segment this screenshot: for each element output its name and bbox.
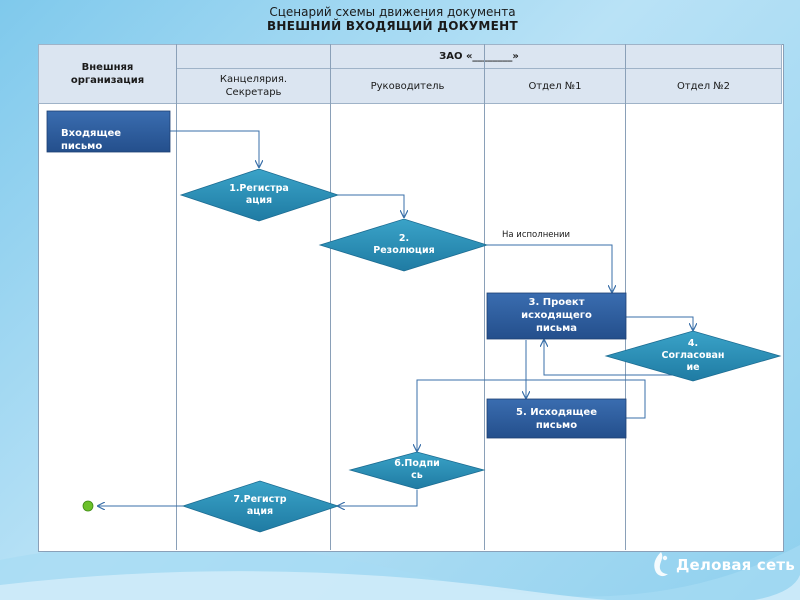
- end-point-dot: [82, 500, 94, 512]
- process-incoming-letter: [46, 110, 171, 153]
- incoming-letter-label: Входящее письмо: [61, 128, 122, 152]
- brand-logo: Деловая сеть: [650, 550, 795, 580]
- diagram-subtitle: ВНЕШНИЙ ВХОДЯЩИЙ ДОКУМЕНТ: [266, 19, 519, 33]
- registration-7-label: 7.Регистр ация: [233, 494, 287, 517]
- brand-name: Деловая сеть: [676, 556, 795, 574]
- diagram-title: Сценарий схемы движения документа: [269, 5, 516, 19]
- approval-label: 4. Согласован ие: [661, 338, 725, 373]
- header-lane-manager: Руководитель: [330, 68, 485, 104]
- edge-label-execution: На исполнении: [502, 230, 571, 240]
- decision-resolution: [318, 218, 489, 272]
- decision-registration-7: [181, 480, 340, 533]
- connector-incoming-to-registration: [170, 130, 259, 167]
- process-outgoing-letter: [486, 398, 627, 439]
- connector-resolution-to-draft: [487, 244, 612, 292]
- decision-approval: [604, 330, 782, 382]
- connector-signing-to-registration: [338, 490, 418, 506]
- decision-signing: [348, 451, 486, 490]
- decision-registration-1: [179, 168, 340, 222]
- connector-outgoing-to-signing: [417, 379, 646, 451]
- header-lane-department-1: Отдел №1: [484, 68, 626, 104]
- connector-draft-to-approval: [626, 316, 693, 330]
- process-draft-letter: [486, 292, 627, 340]
- draft-letter-label: 3. Проект исходящего письма: [521, 297, 592, 334]
- header-external-organization: Внешняя организация: [38, 44, 177, 104]
- header-company: ЗАО «________»: [176, 44, 782, 69]
- brand-mark-icon: [654, 552, 668, 577]
- lane-divider: [176, 44, 177, 550]
- connector-registration-to-resolution: [338, 194, 404, 217]
- signing-label: 6.Подпи сь: [394, 458, 440, 481]
- outgoing-letter-label: 5. Исходящее письмо: [516, 407, 597, 431]
- resolution-label: 2. Резолюция: [373, 233, 435, 256]
- registration-1-label: 1.Регистра ация: [229, 183, 289, 206]
- lane-divider: [484, 44, 485, 550]
- lane-divider: [330, 44, 331, 550]
